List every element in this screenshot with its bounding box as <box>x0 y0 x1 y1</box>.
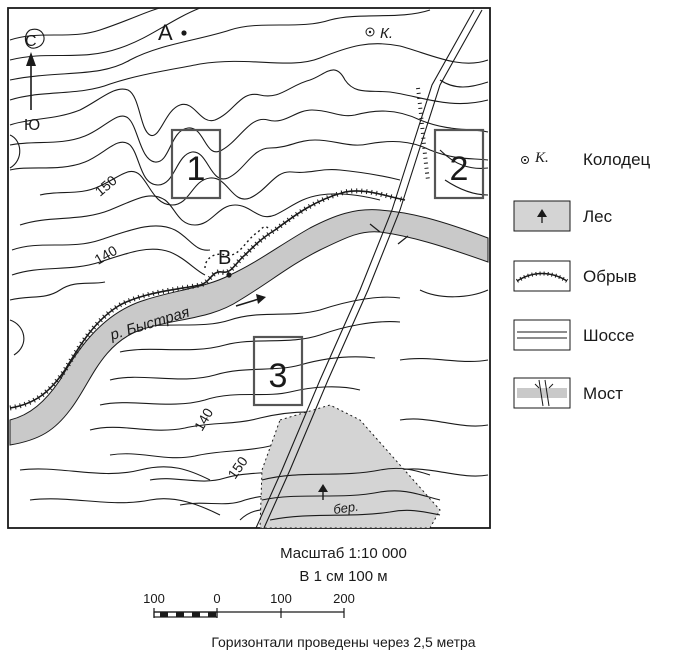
bridge <box>369 223 409 245</box>
scale-tick-label-200: 200 <box>333 591 355 606</box>
scale-bar: 100 0 100 200 <box>143 591 355 618</box>
legend-label-cliff: Обрыв <box>583 267 637 286</box>
scale-tick-label-100-left: 100 <box>143 591 165 606</box>
legend-item-highway: Шоссе <box>513 316 683 356</box>
contour-interval-note: Горизонтали проведены через 2,5 метра <box>211 634 476 650</box>
river-bystraya <box>9 209 489 446</box>
legend-label-well: Колодец <box>583 150 651 169</box>
legend-label-forest: Лес <box>583 207 613 226</box>
point-b-marker <box>226 272 232 278</box>
legend-forest-icon <box>513 200 571 232</box>
cliff-loop <box>204 226 269 269</box>
legend-item-cliff: Обрыв <box>513 257 683 297</box>
area-box-2 <box>433 128 485 200</box>
scale-ratio: Масштаб 1:10 000 <box>280 545 407 562</box>
point-label-a: А <box>158 20 173 45</box>
area-box-3 <box>252 335 304 407</box>
birch-tree-icon <box>318 484 328 500</box>
topographic-map: 1 2 3 А В К. С Ю 150 140 140 150 р. Быст… <box>7 7 491 529</box>
well-icon-dot <box>368 30 372 34</box>
legend-cliff-icon <box>513 260 571 292</box>
compass-south-label: Ю <box>24 117 40 134</box>
river-flow-arrow-icon <box>235 294 266 307</box>
legend-item-bridge: Мост <box>513 374 683 414</box>
area-label-2: 2 <box>450 150 469 188</box>
forest-contours <box>261 467 441 521</box>
area-box-1 <box>170 128 222 200</box>
legend-bridge-icon <box>513 377 571 409</box>
point-a-marker <box>181 30 187 36</box>
contour-lines-upper <box>9 7 489 301</box>
legend-item-forest: Лес <box>513 197 683 237</box>
legend-label-bridge: Мост <box>583 384 624 403</box>
scale-tick-label-0: 0 <box>213 591 220 606</box>
legend-well-icon <box>521 156 529 164</box>
legend-label-highway: Шоссе <box>583 326 635 345</box>
legend-well-symbol-text: К. <box>535 150 549 166</box>
scale-tick-label-100: 100 <box>270 591 292 606</box>
area-label-1: 1 <box>187 150 206 188</box>
well-label: К. <box>380 25 393 42</box>
compass-arrow-icon <box>26 52 36 66</box>
compass-north-label: С <box>25 33 37 50</box>
legend-highway-icon <box>513 319 571 351</box>
area-label-3: 3 <box>269 357 288 395</box>
cliff-ticks <box>9 188 406 411</box>
legend-item-well: К. Колодец <box>513 140 683 180</box>
well-icon <box>365 27 375 37</box>
contour-lines-edge <box>9 28 45 356</box>
point-label-b: В <box>218 247 231 269</box>
forest-tree-label: бер. <box>332 499 359 517</box>
scale-per-cm: В 1 см 100 м <box>299 568 388 585</box>
highway <box>255 9 483 529</box>
